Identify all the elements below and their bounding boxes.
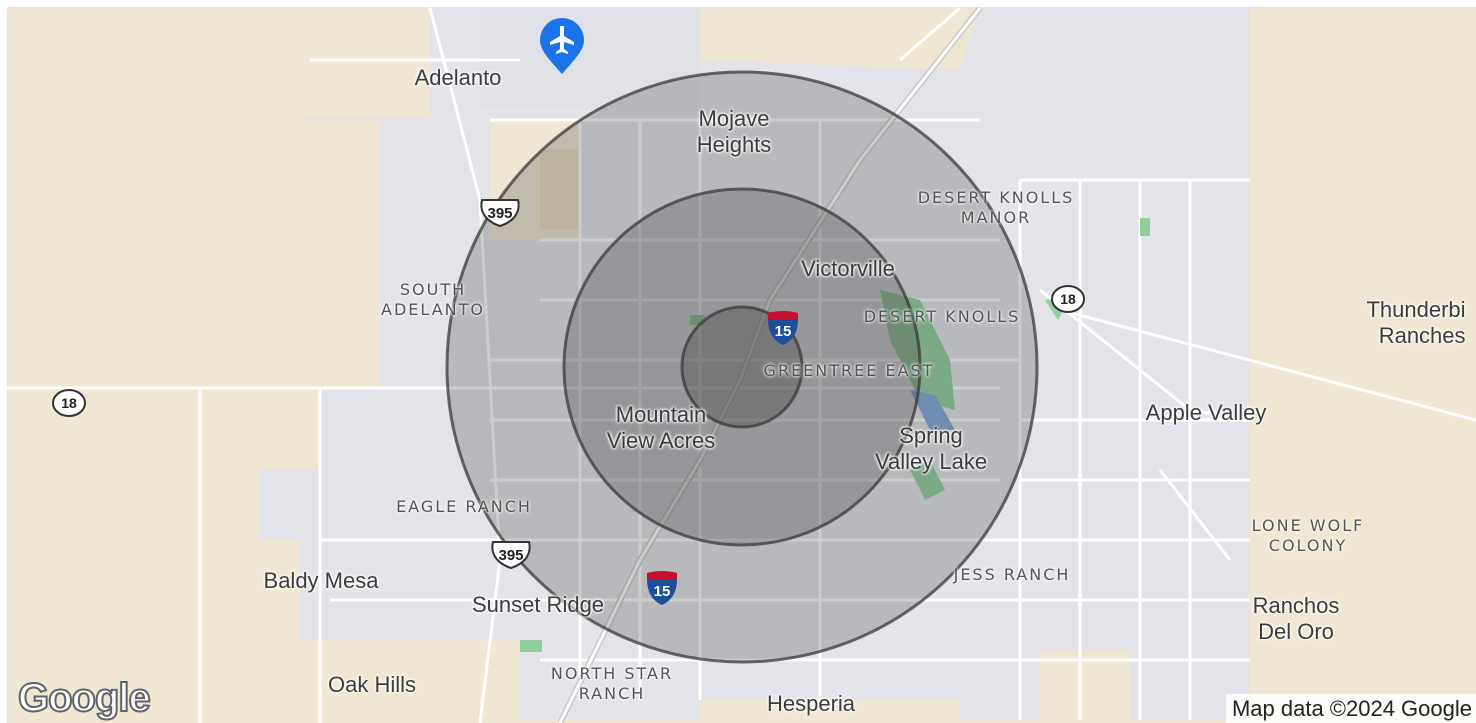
district-label-north-star-ranch: NORTH STAR RANCH — [550, 664, 674, 703]
place-label-sunset-ridge: Sunset Ridge — [471, 592, 605, 617]
district-label-jess-ranch: JESS RANCH — [953, 565, 1071, 584]
place-label-baldy-mesa: Baldy Mesa — [263, 568, 379, 593]
district-label-desert-knolls: DESERT KNOLLS — [863, 307, 1021, 326]
vacant-land — [300, 8, 1476, 723]
map-attribution: Map data ©2024 Google — [1225, 694, 1476, 723]
place-label-victorville: Victorville — [801, 256, 895, 281]
place-label-mountain-view-acres: Mountain View Acres — [606, 402, 716, 453]
district-label-desert-knolls-manor: DESERT KNOLLS MANOR — [917, 188, 1075, 227]
ca-18-shield-number: 18 — [1060, 291, 1076, 307]
place-label-ranchos-del-oro: Ranchos Del Oro — [1252, 593, 1340, 644]
place-label-apple-valley: Apple Valley — [1145, 400, 1267, 425]
place-label-thunderbird-ranches: Thunderbi Ranches — [1366, 297, 1466, 348]
district-label-lone-wolf-colony: LONE WOLF COLONY — [1251, 516, 1365, 555]
interstate-15-shield-number: 15 — [654, 583, 671, 600]
radius-rings — [445, 70, 1039, 664]
road-network — [7, 7, 1476, 723]
place-label-adelanto: Adelanto — [414, 65, 502, 90]
us-395-shield-number: 395 — [487, 205, 512, 222]
place-label-mojave-heights: Mojave Heights — [696, 106, 772, 157]
ca-18-shield-number: 18 — [61, 395, 77, 411]
district-label-greentree-east: GREENTREE EAST — [763, 361, 935, 380]
frame-border-top — [0, 0, 1476, 7]
park-area — [880, 290, 955, 410]
inner-radius-ring[interactable] — [680, 305, 804, 429]
district-label-eagle-ranch: EAGLE RANCH — [396, 497, 532, 516]
google-logo[interactable]: Google — [17, 675, 152, 721]
frame-border-left — [0, 0, 7, 723]
district-label-south-adelanto: SOUTH ADELANTO — [381, 280, 485, 319]
us-395-shield-number: 395 — [498, 547, 523, 564]
airplane-pin-icon[interactable] — [540, 18, 584, 74]
place-label-oak-hills: Oak Hills — [327, 672, 417, 697]
outer-radius-ring[interactable] — [445, 70, 1039, 664]
lake-water — [910, 390, 955, 430]
interstate-15-shield-number: 15 — [775, 323, 792, 340]
middle-radius-ring[interactable] — [562, 187, 922, 547]
place-label-hesperia: Hesperia — [766, 691, 856, 716]
place-label-spring-valley-lake: Spring Valley Lake — [874, 423, 988, 474]
